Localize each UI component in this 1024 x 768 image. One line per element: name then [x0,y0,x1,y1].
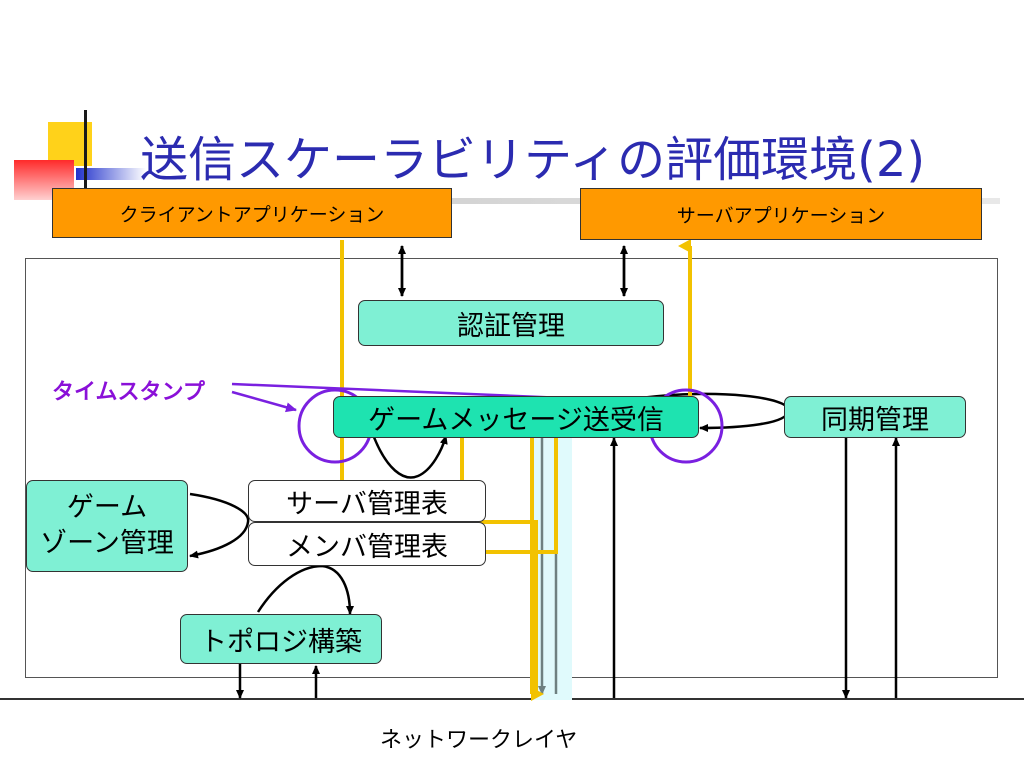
server-application-box: サーバアプリケーション [580,188,982,240]
logo-blue-bar [76,168,146,180]
auth-management-box: 認証管理 [358,300,664,346]
title-underline [140,198,1000,204]
timestamp-label: タイムスタンプ [52,380,205,405]
slide-logo-decoration [14,110,146,200]
game-zone-line-1: ゲーム [66,492,148,523]
timestamp-pointer-left [231,390,297,413]
logo-vertical-line [84,110,87,196]
yellow-member-loop [462,520,538,694]
sync-management-box: 同期管理 [784,396,966,438]
system-frame [25,258,998,678]
yellow-message-path-down [340,240,544,701]
message-path-band [532,428,572,700]
topology-member-curve [256,564,354,615]
game-zone-line-2: ゾーン管理 [40,528,174,559]
client-application-box: クライアントアプリケーション [52,188,452,238]
slide-title: 送信スケーラビリティの評価環境(2) [140,132,926,188]
message-server-table-curve [370,431,448,479]
network-baseline [0,698,1024,700]
tables-to-zone-curve [189,492,250,559]
topology-construction-box: トポロジ構築 [180,614,382,664]
game-zone-management-box: ゲーム ゾーン管理 [26,480,188,572]
server-table-box: サーバ管理表 [248,480,486,522]
game-message-box: ゲームメッセージ送受信 [333,396,699,438]
network-layer-label: ネットワークレイヤ [380,728,578,753]
member-table-box: メンバ管理表 [248,522,486,566]
